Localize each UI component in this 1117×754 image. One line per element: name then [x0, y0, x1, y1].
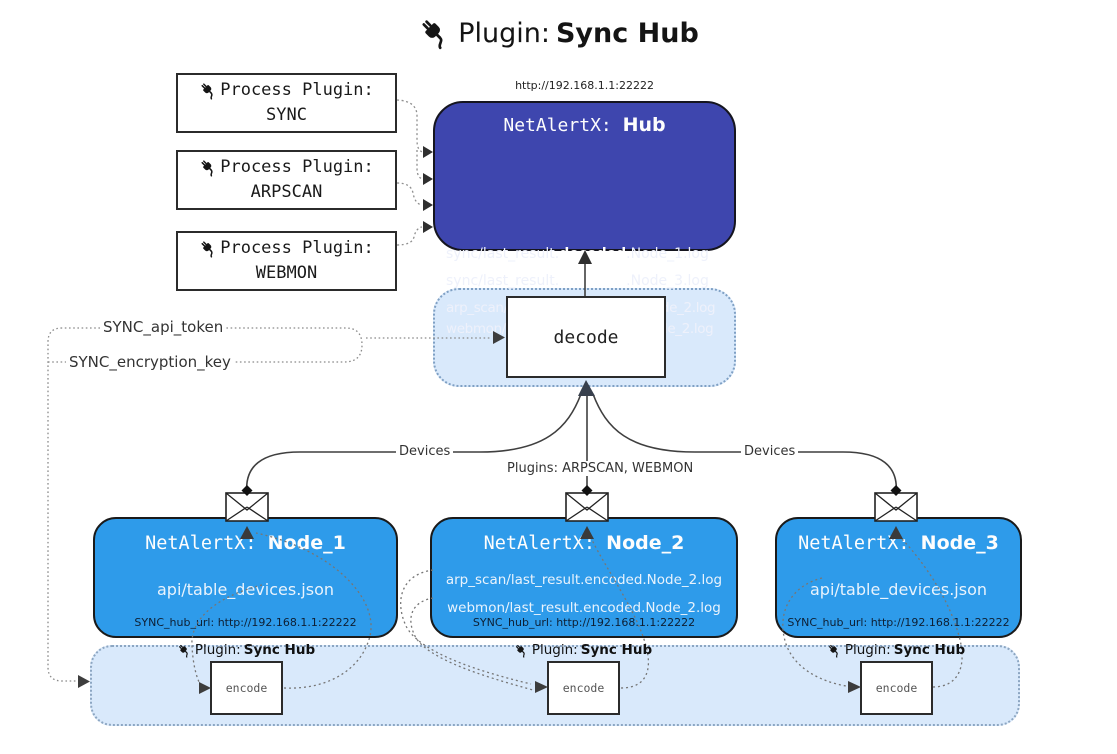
process-plugin-name: WEBMON	[255, 263, 318, 283]
envelope-icons	[225, 485, 918, 522]
encode-plugin-label: Plugin: Sync Hub	[498, 642, 668, 658]
node-title-name: Node_2	[606, 532, 685, 554]
node-title: NetAlertX: Node_1	[95, 532, 396, 554]
arrow-hub-line3	[423, 199, 433, 211]
envelope-icon-node3	[874, 485, 918, 522]
node-title-prefix: NetAlertX:	[145, 533, 257, 554]
process-plugin-box-webmon: Process Plugin: WEBMON	[176, 231, 397, 291]
edge-label-devices-left: Devices	[396, 444, 454, 459]
encode-label-name: Sync Hub	[243, 642, 316, 658]
process-plugin-name: SYNC	[266, 105, 307, 125]
node-file: webmon/last_result.encoded.Node_2.log	[447, 600, 721, 616]
log-pre: sync/last_result.	[446, 246, 560, 262]
wire-sync-to-hub2	[416, 150, 424, 180]
arrow-hub-line2	[423, 173, 433, 185]
hub-log-line: sync/last_result.decoded.Node_3.log	[446, 273, 738, 289]
node-file: api/table_devices.json	[809, 580, 987, 599]
node-file: api/table_devices.json	[156, 580, 334, 599]
envelope-icon-node1	[225, 485, 269, 522]
encode-box: encode	[210, 661, 283, 715]
wire-keys-loop	[218, 327, 363, 363]
log-post: .Node_1.log	[626, 246, 709, 262]
process-plugin-box-arpscan: Process Plugin: ARPSCAN	[176, 150, 397, 210]
title-prefix: Plugin:	[458, 17, 550, 49]
hub-title: NetAlertX: Hub	[435, 114, 734, 136]
hub-title-name: Hub	[622, 114, 666, 136]
node-box-node1: NetAlertX: Node_1 api/table_devices.json…	[93, 517, 398, 638]
plug-icon	[826, 642, 842, 658]
hub-box: NetAlertX: Hub sync/last_result.decoded.…	[433, 101, 736, 337]
plug-icon	[176, 642, 192, 658]
hub-url: http://192.168.1.1:22222	[515, 79, 654, 92]
wire-keys-trunk	[47, 327, 100, 682]
log-post: .Node_3.log	[626, 273, 709, 289]
plug-icon	[513, 642, 529, 658]
node-title-prefix: NetAlertX:	[798, 533, 910, 554]
wire-webmon-to-hub	[396, 226, 423, 246]
node-title-name: Node_1	[267, 532, 346, 554]
node-box-node2: NetAlertX: Node_2 arp_scan/last_result.e…	[430, 517, 738, 638]
edge-label-devices-right: Devices	[741, 444, 799, 459]
process-plugin-name: ARPSCAN	[250, 182, 323, 202]
process-plugin-label: Process Plugin:	[220, 157, 374, 178]
log-bold: decoded	[559, 246, 627, 262]
page-title: Plugin: Sync Hub	[0, 16, 1117, 50]
hub-title-prefix: NetAlertX:	[503, 115, 612, 136]
encode-plugin-label: Plugin: Sync Hub	[161, 642, 331, 658]
wire-sync-to-hub1	[396, 99, 424, 153]
process-plugin-box-sync: Process Plugin: SYNC	[176, 73, 397, 133]
process-plugin-label: Process Plugin:	[220, 80, 374, 101]
node-title: NetAlertX: Node_2	[432, 532, 736, 554]
node-title-prefix: NetAlertX:	[483, 533, 596, 554]
plug-icon	[199, 158, 219, 177]
arrow-keys-to-band	[78, 675, 90, 688]
wire-arpscan-to-hub	[396, 182, 423, 206]
node-title: NetAlertX: Node_3	[777, 532, 1020, 554]
arrow-hub-line4	[423, 221, 433, 233]
plug-icon	[199, 239, 219, 258]
encode-label-name: Sync Hub	[893, 642, 966, 658]
node-hub-url: SYNC_hub_url: http://192.168.1.1:22222	[472, 616, 696, 629]
sync-api-token-label: SYNC_api_token	[100, 318, 227, 336]
node-box-node3: NetAlertX: Node_3 api/table_devices.json…	[775, 517, 1022, 638]
sync-encryption-key-label: SYNC_encryption_key	[66, 353, 234, 371]
encode-label-prefix: Plugin:	[531, 642, 578, 658]
decode-box: decode	[506, 296, 666, 378]
envelope-icon-node2	[565, 485, 609, 522]
hub-log-line: sync/last_result.decoded.Node_1.log	[446, 246, 738, 262]
encode-label-prefix: Plugin:	[194, 642, 241, 658]
encode-box: encode	[860, 661, 933, 715]
log-bold: decoded	[559, 273, 627, 289]
plug-icon	[418, 16, 452, 49]
encode-plugin-label: Plugin: Sync Hub	[811, 642, 981, 658]
arrow-hub-line1	[423, 146, 433, 158]
encode-box: encode	[547, 661, 620, 715]
plug-icon	[199, 81, 219, 100]
encode-label-prefix: Plugin:	[844, 642, 891, 658]
log-pre: sync/last_result.	[446, 273, 560, 289]
node-hub-url: SYNC_hub_url: http://192.168.1.1:22222	[134, 616, 357, 629]
node-title-name: Node_3	[920, 532, 999, 554]
encode-label-name: Sync Hub	[580, 642, 653, 658]
edge-label-plugins: Plugins: ARPSCAN, WEBMON	[504, 461, 697, 476]
title-name: Sync Hub	[555, 17, 699, 49]
node-file: arp_scan/last_result.encoded.Node_2.log	[445, 572, 723, 588]
node-hub-url: SYNC_hub_url: http://192.168.1.1:22222	[787, 616, 1010, 629]
process-plugin-label: Process Plugin:	[220, 238, 374, 259]
